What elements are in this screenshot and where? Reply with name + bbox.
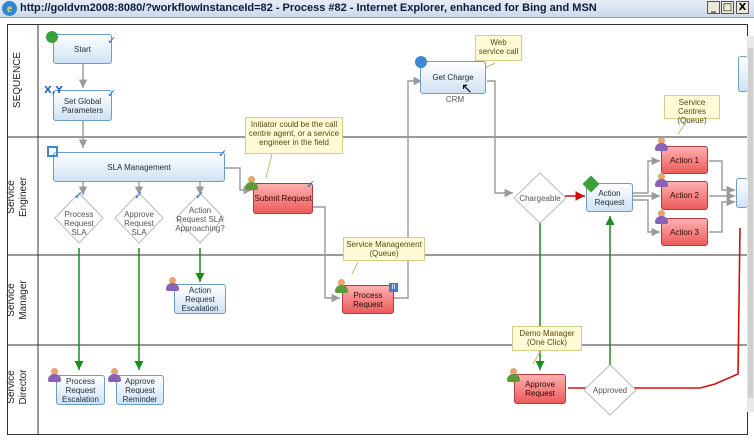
sla-management-task[interactable]: SLA Management <box>53 152 225 182</box>
start-task[interactable]: Start <box>53 34 112 64</box>
check-icon: ✓ <box>74 189 84 202</box>
subprocess-icon <box>47 146 58 157</box>
gateway-approve-request-sla[interactable]: Approve Request SLA <box>124 210 154 237</box>
check-icon: ✓ <box>107 34 117 47</box>
action-1-task[interactable]: Action 1 <box>661 146 708 174</box>
group-icon <box>655 210 669 224</box>
pause-icon: II <box>389 283 398 292</box>
note-initiator: Initiator could be the call centre agent… <box>245 117 343 154</box>
gateway-process-request-sla[interactable]: Process Request SLA <box>64 210 94 237</box>
action-request-escalation-task[interactable]: Action Request Escalation <box>174 284 226 314</box>
gateway-action-request-sla-approaching[interactable]: Action Request SLA Approaching? <box>175 206 225 233</box>
note-demo-manager: Demo Manager (One Click) <box>512 326 582 351</box>
group-icon <box>48 368 62 382</box>
variables-icon: X,Y <box>44 85 63 96</box>
lane-label-service-engineer: Service Engineer <box>6 176 29 218</box>
ie-logo-icon: e <box>2 1 17 16</box>
lane-label-sequence: SEQUENCE <box>12 51 23 109</box>
diagram-connectors <box>7 24 754 435</box>
group-icon <box>655 173 669 187</box>
check-icon: ✓ <box>134 189 144 202</box>
note-service-management: Service Management (Queue) <box>343 237 425 261</box>
process-request-escalation-task[interactable]: Process Request Escalation <box>56 375 105 405</box>
gateway-approved[interactable]: Approved <box>592 386 628 395</box>
window-titlebar: e http://goldvm2008:8080/?workflowInstan… <box>0 0 754 18</box>
group-icon <box>166 277 180 291</box>
globe-icon <box>415 56 427 68</box>
submit-request-task[interactable]: Submit Request <box>253 183 313 214</box>
check-icon: ✓ <box>306 178 316 191</box>
process-request-task[interactable]: Process Request <box>342 285 394 314</box>
approve-request-reminder-task[interactable]: Approve Request Reminder <box>116 375 164 405</box>
restore-button[interactable]: □ <box>721 1 734 14</box>
process-diagram: SEQUENCE Service Engineer Service Manage… <box>0 18 754 441</box>
cursor-icon: ↖ <box>461 80 473 96</box>
crm-label: CRM <box>445 95 465 104</box>
get-charge-task[interactable]: Get Charge <box>420 61 486 94</box>
approve-request-task[interactable]: Approve Request <box>514 374 566 404</box>
user-icon <box>507 368 521 382</box>
lane-label-service-manager: Service Manager <box>6 280 29 320</box>
gateway-chargeable[interactable]: Chargeable <box>519 194 561 203</box>
check-icon: ✓ <box>195 189 205 202</box>
start-event-icon <box>46 31 58 43</box>
user-icon <box>245 176 259 190</box>
note-service-centres: Service Centres (Queue) <box>664 95 720 125</box>
minimize-button[interactable]: _ <box>707 1 720 14</box>
action-3-task[interactable]: Action 3 <box>661 218 708 246</box>
window-title: http://goldvm2008:8080/?workflowInstance… <box>20 2 597 14</box>
user-icon <box>335 279 349 293</box>
set-global-parameters-task[interactable]: Set Global Parameters <box>53 90 112 121</box>
note-web-service-call: Web service call <box>475 35 522 61</box>
group-icon <box>108 368 122 382</box>
lane-label-service-director: Service Director <box>6 369 29 405</box>
group-icon <box>655 137 669 151</box>
check-icon: ✓ <box>218 147 228 160</box>
close-button[interactable]: X <box>736 1 749 14</box>
check-icon: ✓ <box>107 87 117 100</box>
offscreen-task[interactable] <box>738 56 748 92</box>
action-2-task[interactable]: Action 2 <box>661 181 708 210</box>
offscreen-task[interactable] <box>736 178 748 208</box>
